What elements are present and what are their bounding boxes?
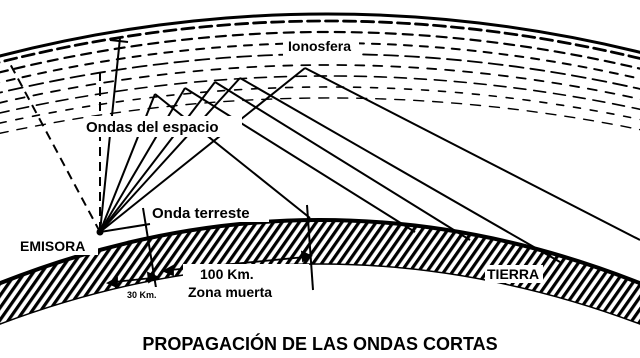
sky-wave-ray — [99, 81, 216, 233]
ionosphere-dash-arc — [0, 19, 640, 64]
boundary-ray-dashed — [7, 59, 101, 233]
range-marker-30km — [142, 207, 159, 301]
ground-wave-line — [99, 223, 151, 233]
reflected-wave-rays — [154, 67, 640, 263]
reflected-ray — [239, 77, 561, 263]
reflected-ray — [154, 93, 311, 219]
reflected-ray — [184, 87, 416, 233]
sky-wave-ray — [99, 77, 241, 233]
tick-mark — [109, 39, 129, 43]
reflected-ray — [214, 81, 471, 241]
earth-surface-line — [0, 218, 640, 286]
dead-zone-label: Zona muerta — [188, 284, 272, 300]
sky-wave-ray — [99, 87, 186, 233]
sky-waves-label: Ondas del espacio — [86, 119, 219, 136]
transmitter-point — [96, 228, 104, 236]
range-marker-100km — [306, 204, 314, 291]
ionosphere-dash-arc — [0, 53, 640, 94]
ground-wave-label: Onda terreste — [152, 205, 250, 222]
distance-30km-label: 30 Km. — [127, 290, 157, 300]
ionosphere-dash-arc — [0, 30, 640, 74]
diagram-caption: PROPAGACIÓN DE LAS ONDAS CORTAS — [142, 333, 497, 354]
earth-label: TIERRA — [487, 266, 539, 282]
ionosphere-label: Ionosfera — [288, 38, 351, 54]
sky-wave-ray — [99, 93, 156, 233]
ionosphere-dash-arc — [0, 64, 640, 104]
ionosphere-dash-arc — [0, 41, 640, 84]
ionosphere-dash-arc — [0, 97, 640, 135]
transmitter-label: EMISORA — [20, 238, 85, 254]
distance-100km-label: 100 Km. — [200, 266, 254, 282]
ionosphere-dash-arc — [0, 86, 640, 124]
ionosphere-outer-edge — [0, 12, 640, 58]
reflected-ray — [304, 67, 640, 241]
